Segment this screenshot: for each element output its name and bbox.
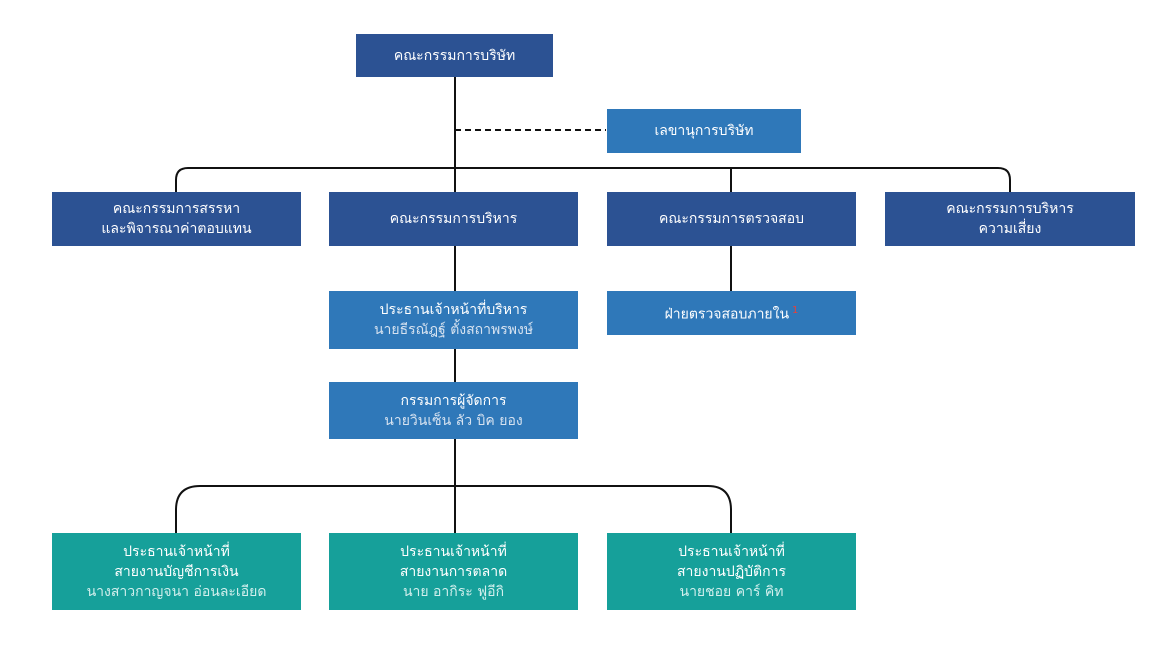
executive-committee-label: คณะกรรมการบริหาร (389, 211, 518, 227)
chief-marketing-line1: ประธานเจ้าหน้าที่ (400, 543, 507, 560)
audit-committee-label: คณะกรรมการตรวจสอบ (659, 211, 804, 227)
chief-marketing-box: ประธานเจ้าหน้าที่ สายงานการตลาด นาย อากิ… (329, 533, 578, 610)
managing-director-box: กรรมการผู้จัดการ นายวินเซ็น ลัว บิค ยอง (329, 382, 578, 439)
chief-bracket (175, 485, 732, 533)
executive-committee-box: คณะกรรมการบริหาร (329, 192, 578, 246)
chief-finance-name: นางสาวกาญจนา อ่อนละเอียด (86, 583, 267, 600)
risk-committee-box: คณะกรรมการบริหาร ความเสี่ยง (885, 192, 1135, 246)
managing-director-name: นายวินเซ็น ลัว บิค ยอง (384, 412, 523, 429)
managing-director-title: กรรมการผู้จัดการ (400, 392, 507, 409)
nomination-committee-line1: คณะกรรมการสรรหา (112, 201, 241, 217)
internal-audit-footnote-mark: 1 (792, 305, 799, 317)
risk-committee-line1: คณะกรรมการบริหาร (946, 201, 1074, 217)
ceo-name: นายธีรณัฎฐ์ ตั้งสถาพรพงษ์ (373, 322, 534, 338)
ceo-title: ประธานเจ้าหน้าที่บริหาร (379, 302, 528, 318)
board-of-directors-box: คณะกรรมการบริษัท (356, 34, 553, 77)
risk-committee-line2: ความเสี่ยง (978, 221, 1042, 237)
chief-finance-line2: สายงานบัญชีการเงิน (114, 563, 239, 580)
chief-operations-line2: สายงานปฏิบัติการ (677, 563, 786, 580)
nomination-committee-line2: และพิจารณาค่าตอบแทน (101, 221, 252, 237)
board-of-directors-label: คณะกรรมการบริษัท (393, 47, 516, 64)
committee-bracket (175, 167, 1011, 192)
chief-finance-line1: ประธานเจ้าหน้าที่ (123, 543, 230, 560)
chief-operations-box: ประธานเจ้าหน้าที่ สายงานปฏิบัติการ นายชอ… (607, 533, 856, 610)
chief-marketing-line2: สายงานการตลาด (399, 563, 508, 580)
chief-operations-name: นายชอย คาร์ คิท (679, 583, 784, 600)
company-secretary-box: เลขานุการบริษัท (607, 109, 801, 153)
chief-finance-box: ประธานเจ้าหน้าที่ สายงานบัญชีการเงิน นาง… (52, 533, 301, 610)
audit-committee-box: คณะกรรมการตรวจสอบ (607, 192, 856, 246)
nomination-committee-box: คณะกรรมการสรรหา และพิจารณาค่าตอบแทน (52, 192, 301, 246)
ceo-box: ประธานเจ้าหน้าที่บริหาร นายธีรณัฎฐ์ ตั้ง… (329, 291, 578, 349)
chief-marketing-name: นาย อากิระ ฟูอีกิ (402, 583, 505, 600)
internal-audit-label: ฝ่ายตรวจสอบภายใน (664, 306, 790, 323)
chief-operations-line1: ประธานเจ้าหน้าที่ (678, 543, 785, 560)
company-secretary-label: เลขานุการบริษัท (654, 123, 754, 139)
